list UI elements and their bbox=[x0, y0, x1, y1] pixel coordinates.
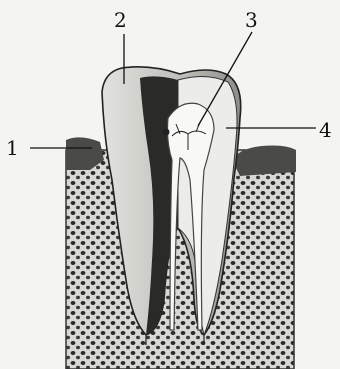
label-3: 3 bbox=[245, 10, 258, 30]
label-4: 4 bbox=[319, 120, 332, 140]
label-2: 2 bbox=[114, 10, 127, 30]
label-1: 1 bbox=[6, 138, 19, 158]
